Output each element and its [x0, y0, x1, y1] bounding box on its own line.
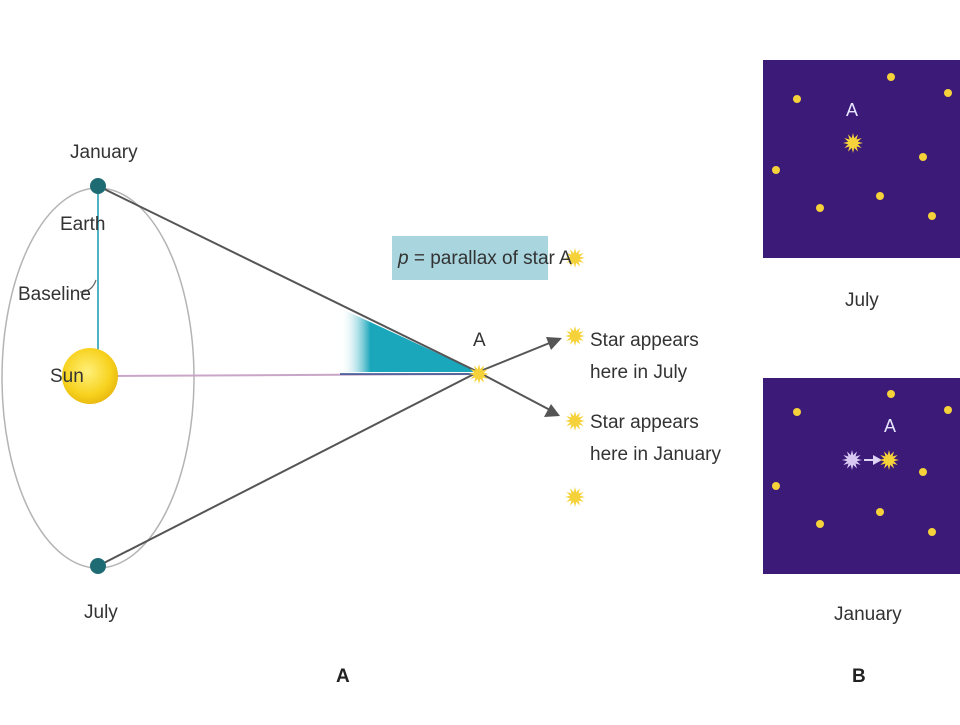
- baseline-label: Baseline: [18, 284, 91, 305]
- january-caption: January: [834, 604, 902, 625]
- parallax-label: p = parallax of star A: [397, 248, 572, 269]
- july-label: July: [84, 602, 118, 623]
- sky-star: [876, 508, 884, 516]
- field-star-icon: [565, 248, 585, 268]
- july-sky-stars: [772, 73, 952, 220]
- sun: [62, 348, 118, 404]
- sky-star: [887, 390, 895, 398]
- arrow-to-january-position: [477, 371, 551, 411]
- earth-label: Earth: [60, 214, 105, 235]
- star-a-label: A: [473, 330, 486, 351]
- panel-a-letter: A: [336, 666, 350, 687]
- sky-star: [793, 408, 801, 416]
- panel-a: p = parallax of star A January Earth Bas…: [1, 142, 721, 687]
- january-star-a-icon: [879, 450, 899, 470]
- sky-star: [793, 95, 801, 103]
- july-star-a-label: A: [846, 100, 858, 120]
- sightline-january: [97, 185, 479, 373]
- star-a-icon: [469, 364, 489, 384]
- sky-star: [876, 192, 884, 200]
- parallax-label-box: [392, 236, 548, 280]
- arrowhead-january: [544, 404, 560, 417]
- sky-star: [928, 212, 936, 220]
- earth-july: [90, 558, 106, 574]
- january-sky-stars: [772, 390, 952, 536]
- panel-b: A July A January B: [763, 60, 960, 687]
- sky-star: [928, 528, 936, 536]
- shift-arrowhead: [873, 455, 882, 465]
- sky-star: [887, 73, 895, 81]
- july-caption: July: [845, 290, 879, 311]
- arrowhead-july: [546, 337, 562, 350]
- july-star-a-icon: [843, 133, 863, 153]
- january-ghost-star-icon: [842, 450, 862, 470]
- sky-star: [816, 204, 824, 212]
- field-star-icon: [565, 487, 585, 507]
- arrow-to-july-position: [477, 341, 553, 373]
- sun-label: Sun: [50, 366, 84, 387]
- january-star-a-label: A: [884, 416, 896, 436]
- sky-star: [919, 153, 927, 161]
- earth-january: [90, 178, 106, 194]
- appears-january-label: Star appears here in January: [590, 412, 721, 465]
- sky-star: [816, 520, 824, 528]
- sky-star: [772, 166, 780, 174]
- apparent-star-july-icon: [565, 326, 585, 346]
- baseline-leader: [79, 279, 97, 293]
- sightline-july: [97, 371, 479, 567]
- panel-b-letter: B: [852, 666, 866, 687]
- apparent-star-january-icon: [565, 411, 585, 431]
- sky-star: [772, 482, 780, 490]
- july-sky-view: [763, 60, 960, 258]
- appears-july-label: Star appears here in July: [590, 330, 704, 383]
- sky-star: [944, 406, 952, 414]
- sky-star: [919, 468, 927, 476]
- sky-star: [944, 89, 952, 97]
- january-sky-view: [763, 378, 960, 574]
- january-label: January: [70, 142, 138, 163]
